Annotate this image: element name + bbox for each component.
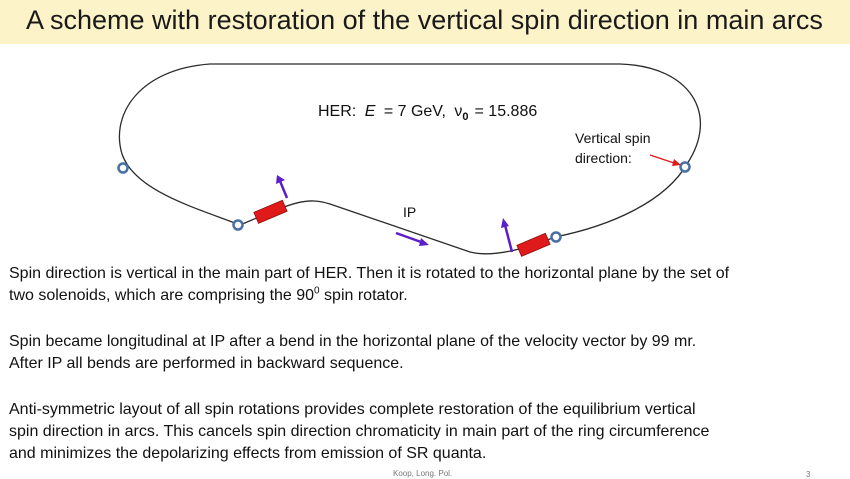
footer-text: Koop, Long. Pol. [393,469,453,478]
vertical-spin-label-2: direction: [575,150,632,166]
solenoid-right [516,232,551,257]
paragraph-line: and minimizes the depolarizing effects f… [9,445,487,462]
spin-arrow-right [501,218,514,253]
paragraph-line: After IP all bends are performed in back… [9,355,404,372]
marker-inner-right [550,231,562,243]
spin-arrow-ip [395,231,429,246]
ring-diagram: HER: E = 7 GeV, ν0= 15.886 Vertical spin… [117,63,702,257]
paragraph-line: Spin became longitudinal at IP after a b… [9,333,697,350]
paragraph-ip-bend: Spin became longitudinal at IP after a b… [9,331,839,375]
energy-label: HER: E = 7 GeV, ν0= 15.886 [318,103,537,123]
solenoid-left [253,199,288,224]
ip-label: IP [403,204,416,220]
paragraph-line: spin rotator. [319,287,408,304]
paragraph-spin-rotator: Spin direction is vertical in the main p… [9,263,839,307]
spin-arrow-left [276,175,289,199]
slide-title: A scheme with restoration of the vertica… [26,5,823,35]
vertical-spin-pointer [649,154,681,166]
marker-left [117,162,129,174]
marker-right [679,161,691,173]
paragraph-line: two solenoids, which are comprising the … [9,287,315,304]
degree-superscript: 0 [314,285,320,297]
title-bar: A scheme with restoration of the vertica… [0,0,850,44]
page-number: 3 [806,470,811,479]
paragraph-line: spin direction in arcs. This cancels spi… [9,423,710,440]
ring-path [118,63,702,255]
vertical-spin-label: Vertical spin [575,130,650,146]
paragraph-line: Spin direction is vertical in the main p… [9,265,730,282]
paragraph-line: Anti-symmetric layout of all spin rotati… [9,401,696,418]
paragraph-anti-symmetric: Anti-symmetric layout of all spin rotati… [9,399,839,465]
marker-inner-left [232,219,244,231]
